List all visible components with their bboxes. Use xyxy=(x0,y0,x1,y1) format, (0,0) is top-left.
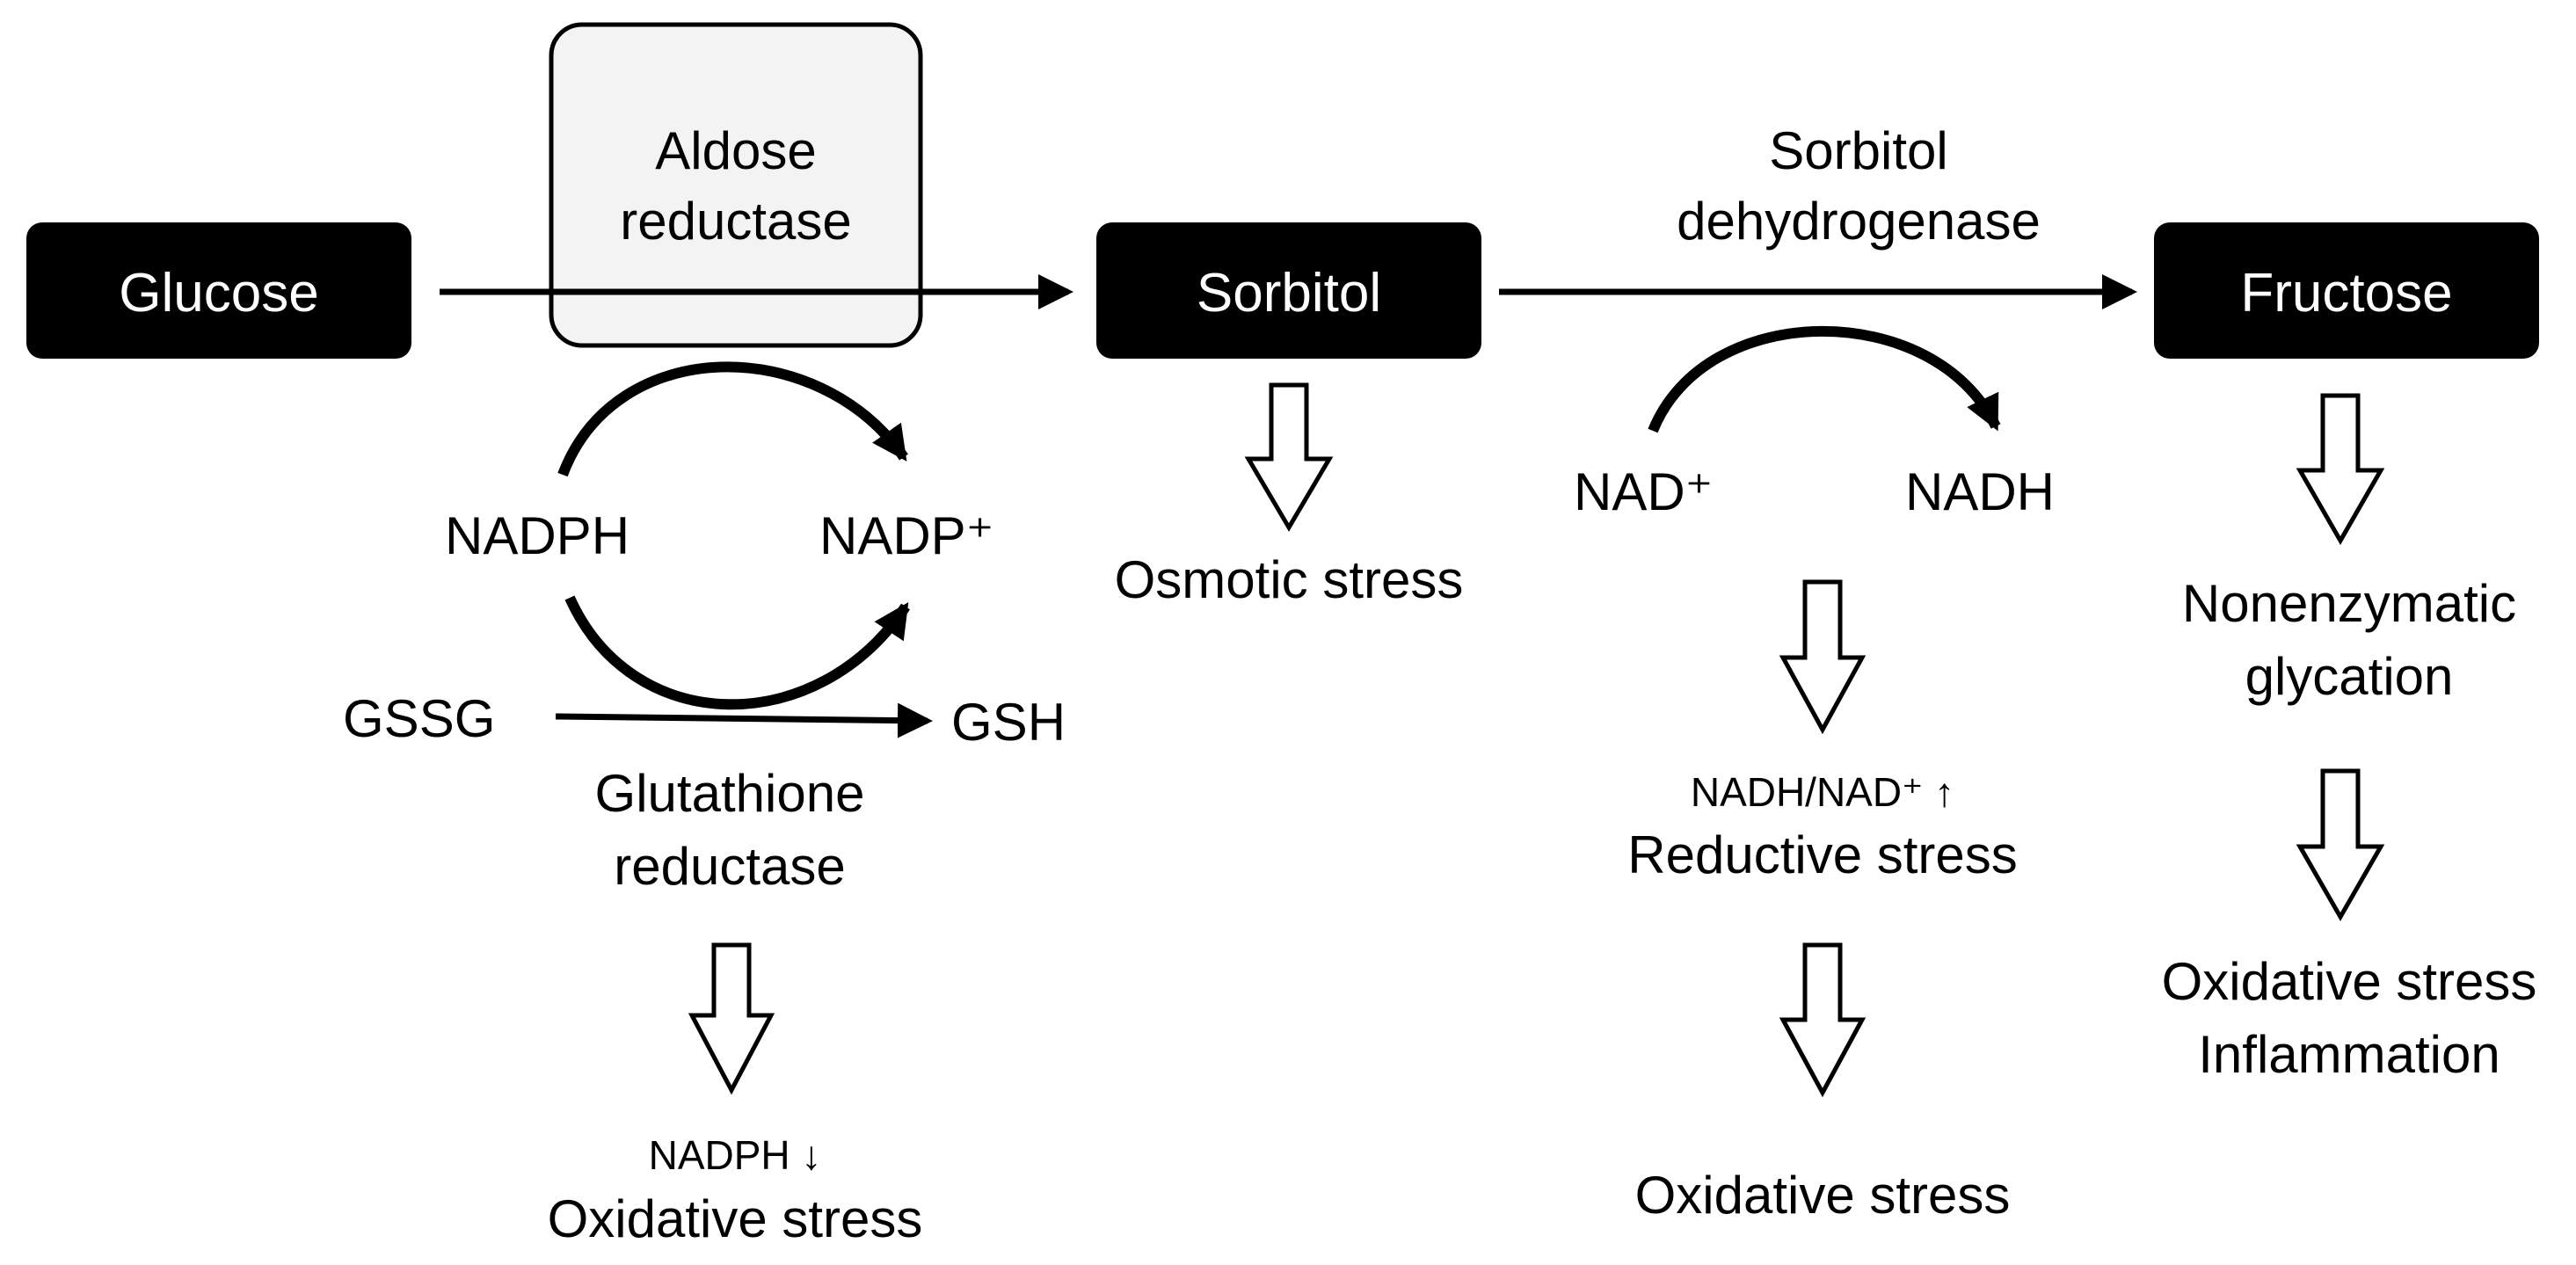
nadph-label: NADPH xyxy=(445,506,629,565)
reductive-stress-label: Reductive stress xyxy=(1627,825,2018,884)
oxidative-stress-sdh-label: Oxidative stress xyxy=(1635,1166,2011,1225)
nadph-to-nadp-upper-arc xyxy=(557,361,908,477)
gssg-to-gsh-arrow xyxy=(555,702,933,738)
hollow-arrow-fructose-1 xyxy=(2296,393,2385,546)
nadp-to-nadph-lower-arc xyxy=(564,595,910,710)
hollow-arrow-sorbitol xyxy=(1244,382,1334,532)
sdh-label-2: dehydrogenase xyxy=(1677,192,2041,251)
hollow-arrow-sdh-1 xyxy=(1779,579,1867,735)
nadh-nad-ratio-indicator: NADH/NAD⁺ ↑ xyxy=(1691,769,1954,815)
nadh-label: NADH xyxy=(1905,462,2055,521)
fructose-label: Fructose xyxy=(2240,263,2452,324)
hollow-arrow-sdh-2 xyxy=(1779,942,1867,1098)
gssg-label: GSSG xyxy=(343,689,495,748)
hollow-arrow-fructose-2 xyxy=(2296,768,2385,922)
aldose-reductase-label-2: reductase xyxy=(620,192,852,251)
gsh-label: GSH xyxy=(951,693,1066,752)
osmotic-stress-label: Osmotic stress xyxy=(1115,550,1464,609)
glutathione-reductase-label-2: reductase xyxy=(614,837,846,896)
nadp-plus-label: NADP⁺ xyxy=(819,506,993,565)
nadph-decrease-indicator: NADPH ↓ xyxy=(649,1132,822,1178)
hollow-arrow-glutathione xyxy=(688,942,775,1095)
fructose-node xyxy=(2154,222,2539,359)
nad-to-nadh-arc xyxy=(1648,325,2001,433)
inflammation-label: Inflammation xyxy=(2198,1025,2500,1084)
nonenzymatic-glycation-label-2: glycation xyxy=(2245,647,2454,706)
glucose-node xyxy=(26,222,411,359)
nad-plus-label: NAD⁺ xyxy=(1574,462,1713,521)
glutathione-reductase-label-1: Glutathione xyxy=(595,764,865,823)
aldose-reductase-box xyxy=(549,22,923,348)
glucose-label: Glucose xyxy=(119,263,318,324)
oxidative-stress-aldose-label: Oxidative stress xyxy=(548,1189,923,1248)
aldose-reductase-label-1: Aldose xyxy=(655,121,816,180)
sorbitol-node xyxy=(1096,222,1481,359)
sdh-label-1: Sorbitol xyxy=(1769,121,1947,180)
sorbitol-label: Sorbitol xyxy=(1197,263,1381,324)
oxidative-stress-fructose-label: Oxidative stress xyxy=(2162,952,2537,1011)
nonenzymatic-glycation-label-1: Nonenzymatic xyxy=(2182,574,2516,633)
